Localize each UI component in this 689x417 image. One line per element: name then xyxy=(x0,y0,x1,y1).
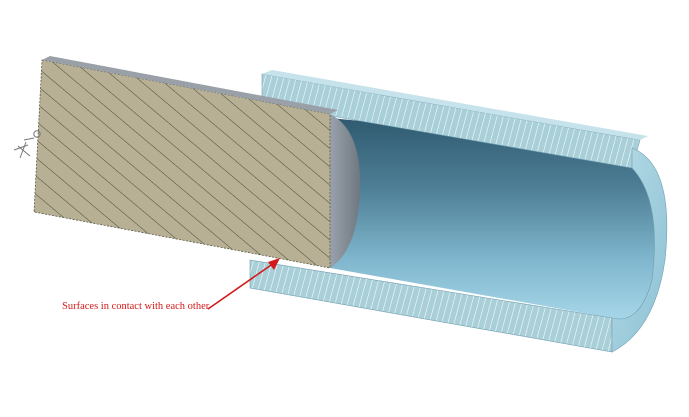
rod-end-face xyxy=(330,114,361,268)
annotation-arrow xyxy=(207,258,280,310)
triad-icon[interactable] xyxy=(13,130,41,159)
rod-section-face xyxy=(33,56,338,269)
tube-bore xyxy=(330,118,659,320)
tube-end-rim xyxy=(611,147,668,353)
annotation-label: Surfaces in contact with each other xyxy=(62,301,210,312)
